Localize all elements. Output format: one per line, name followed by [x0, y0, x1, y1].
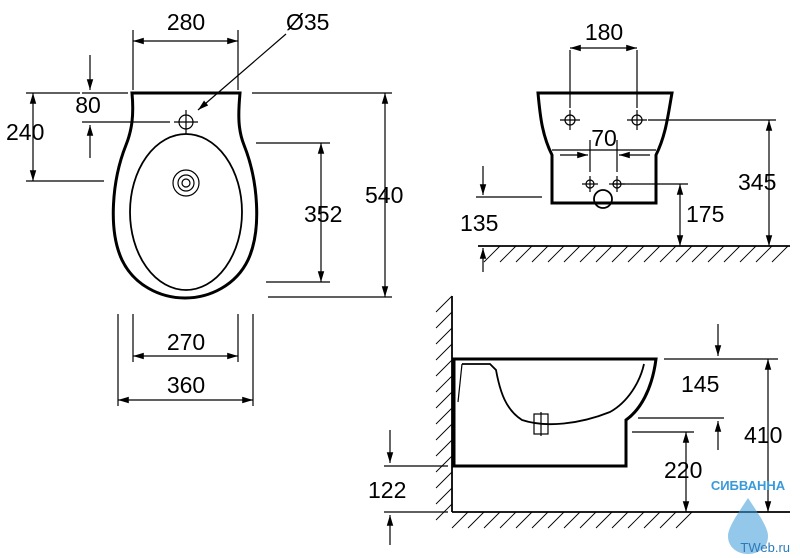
floor-hatching-front [483, 245, 789, 263]
outlet-symbol [593, 189, 613, 209]
dim-outer-width: 360 [167, 372, 205, 398]
drain-symbol [172, 169, 200, 197]
watermark-logo: СИБВАННА TWeb.ru [711, 478, 790, 555]
front-view: 180 70 345 135 175 [460, 19, 790, 272]
wall-hatching [435, 295, 453, 521]
dim-tap-offset: 80 [75, 92, 101, 118]
dim-floor-gap: 122 [368, 477, 406, 503]
dim-fixing-spacing: 180 [585, 19, 623, 45]
water-drop-icon [728, 498, 768, 554]
bidet-outer-outline [111, 91, 259, 300]
dim-base-clearance: 220 [664, 457, 702, 483]
dim-rim-to-base: 145 [681, 371, 719, 397]
bidet-bowl [129, 133, 243, 291]
dim-inner-width: 270 [167, 329, 205, 355]
dim-total-length: 540 [365, 182, 403, 208]
front-body-outline [536, 91, 674, 205]
side-view: 145 410 220 122 [368, 295, 790, 545]
side-bowl-section [462, 363, 645, 425]
dim-outlet-height-right: 175 [686, 201, 724, 227]
dim-width-top: 280 [167, 9, 205, 35]
side-body-outline [452, 357, 658, 468]
dim-tap-hole: Ø35 [286, 9, 329, 35]
dim-fixing-height: 345 [738, 169, 776, 195]
dim-upper-depth: 240 [6, 119, 44, 145]
dim-outlet-height-left: 135 [460, 210, 498, 236]
floor-hatching-side [451, 511, 693, 529]
dim-pipe-spacing: 70 [591, 125, 617, 151]
dim-total-height: 410 [744, 422, 782, 448]
watermark-brand: СИБВАННА [711, 478, 786, 493]
dim-bowl-length: 352 [304, 201, 342, 227]
watermark-site: TWeb.ru [740, 540, 790, 555]
top-view: 280 Ø35 80 240 352 540 270 360 [6, 9, 403, 406]
